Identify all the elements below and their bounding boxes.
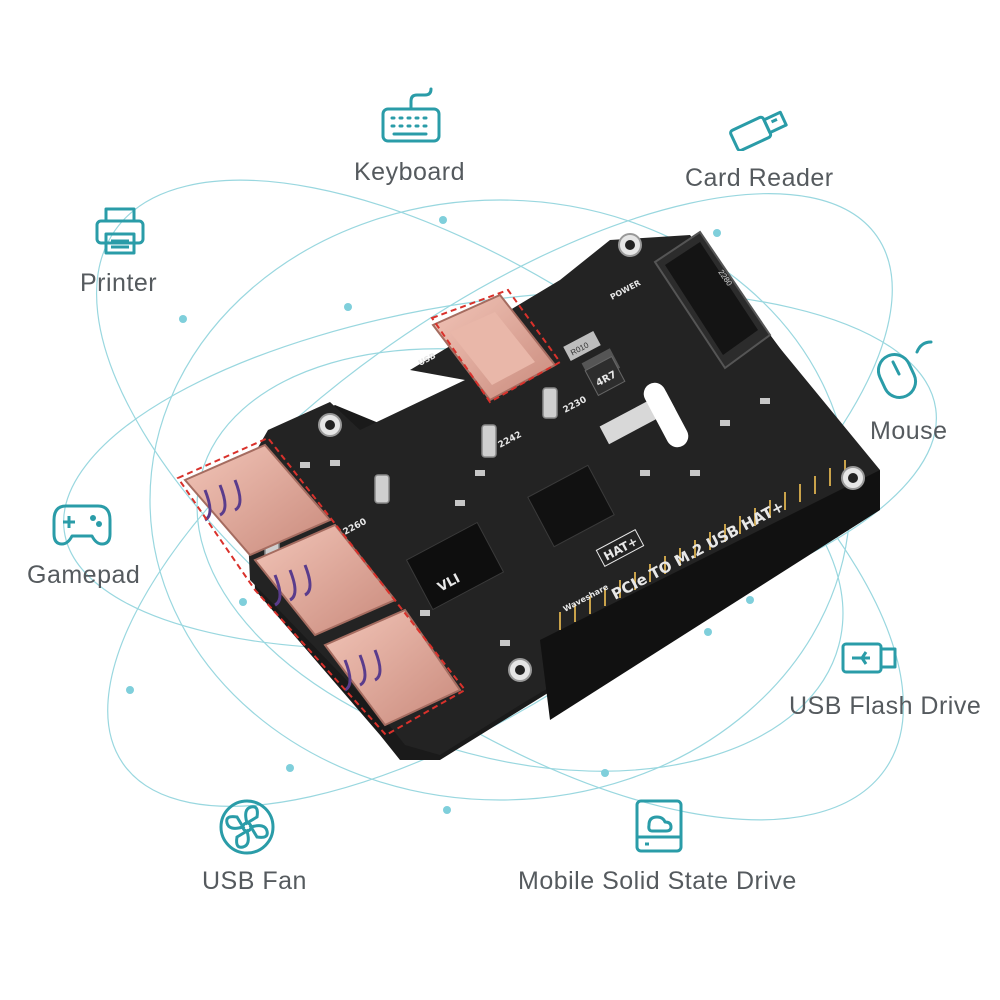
gamepad-label: Gamepad: [27, 561, 141, 589]
gamepad-icon: [52, 504, 112, 546]
mouse-icon: [877, 340, 933, 399]
usb-flash-drive-icon: [841, 642, 897, 674]
gpio-header: [559, 460, 846, 630]
ssd-icon: [635, 799, 683, 853]
usb-port-top: [430, 288, 562, 404]
main-chip: [527, 464, 615, 548]
usb-fan-icon: [219, 799, 275, 855]
card-reader-icon: [729, 110, 788, 151]
usb-fan-label: USB Fan: [202, 867, 307, 895]
vli-chip: VLI: [405, 521, 505, 611]
board: VLI 4R7 R010 PCIe TO M.2 USB HAT+ HAT+ W…: [245, 230, 880, 760]
ssd-label: Mobile Solid State Drive: [518, 867, 797, 895]
usb-port-stack: [176, 436, 467, 737]
keyboard-icon: [381, 87, 441, 143]
mouse-label: Mouse: [870, 417, 948, 445]
printer-icon: [95, 207, 145, 255]
keyboard-label: Keyboard: [354, 158, 466, 186]
printer-label: Printer: [80, 269, 158, 297]
usb-flash-drive-label: USB Flash Drive: [789, 692, 982, 720]
card-reader-label: Card Reader: [685, 164, 834, 192]
